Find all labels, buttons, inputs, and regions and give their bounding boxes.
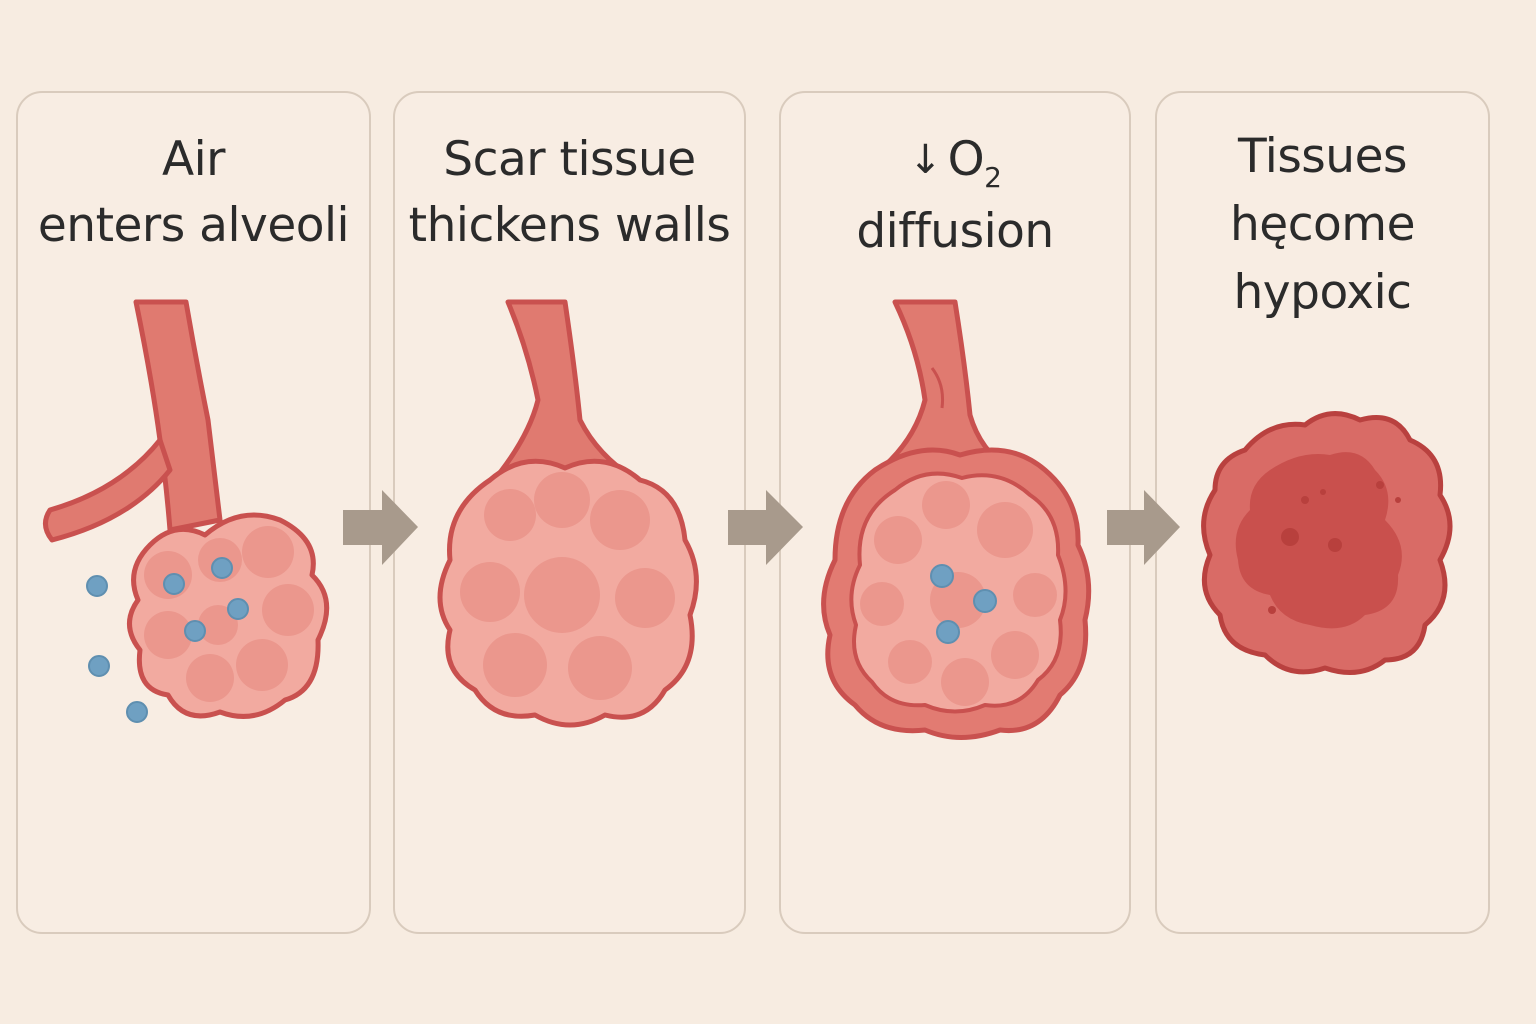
down-arrow-icon: ↓	[908, 137, 943, 183]
step-label-line1: Air	[161, 132, 226, 187]
step-label: Tissues hęcome hypoxic	[1157, 123, 1488, 327]
step-label-line1: Scar tissue	[443, 132, 696, 187]
step-panel-air-enters: Air enters alveoli	[16, 91, 371, 934]
step-label-line1: Tissues	[1238, 129, 1408, 184]
oxygen-subscript: 2	[984, 161, 1002, 194]
step-label: ↓O2 diffusion	[781, 127, 1129, 265]
step-panel-o2-diffusion: ↓O2 diffusion	[779, 91, 1131, 934]
step-panel-hypoxic: Tissues hęcome hypoxic	[1155, 91, 1490, 934]
step-label-line2: enters alveoli	[37, 198, 350, 253]
step-label-line2: thickens walls	[408, 198, 731, 253]
step-label-line3: hypoxic	[1233, 265, 1412, 320]
step-label-line2: hęcome	[1230, 197, 1416, 252]
step-label: Scar tissue thickens walls	[395, 127, 744, 259]
step-panel-scar-tissue: Scar tissue thickens walls	[393, 91, 746, 934]
step-label-line1: ↓O2	[781, 127, 1129, 199]
step-label-line2: diffusion	[856, 204, 1054, 259]
oxygen-symbol: O	[947, 132, 985, 187]
step-label: Air enters alveoli	[18, 127, 369, 259]
